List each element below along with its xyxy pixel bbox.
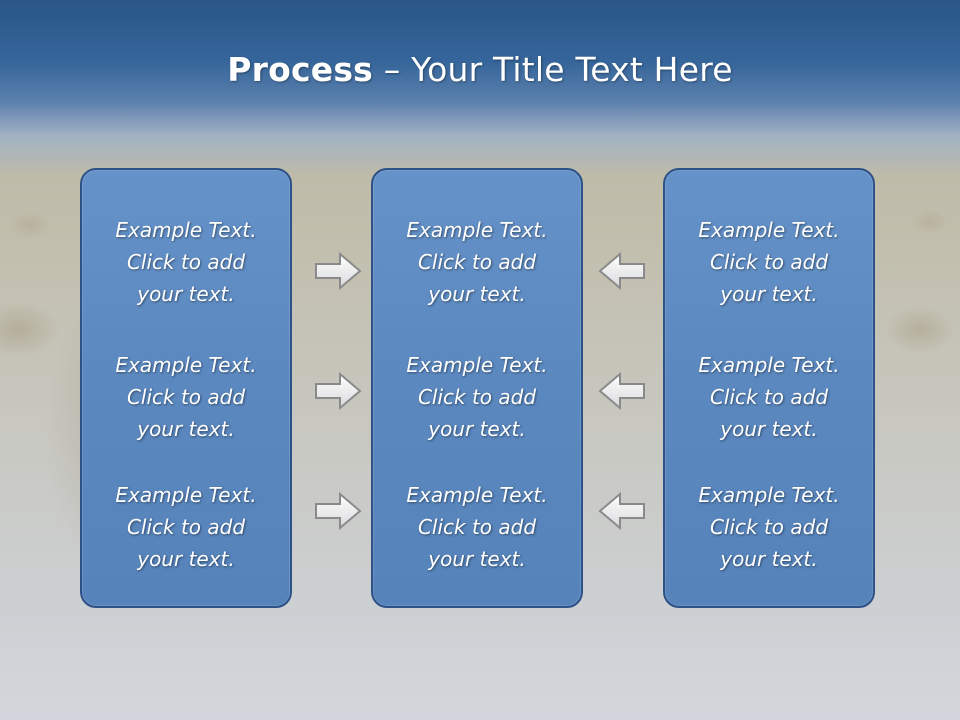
entry-line: Example Text. <box>406 218 548 242</box>
entry-line: Click to add <box>417 515 537 539</box>
text-entry[interactable]: Example Text. Click to add your text. <box>373 479 581 575</box>
text-entry[interactable]: Example Text. Click to add your text. <box>373 214 581 310</box>
entry-line: Click to add <box>417 250 537 274</box>
right-arrow-icon <box>315 491 362 531</box>
center-text-box[interactable]: Example Text. Click to add your text. Ex… <box>371 168 583 608</box>
entry-line: your text. <box>137 417 235 441</box>
left-arrow-icon <box>598 371 645 411</box>
left-arrow-icon <box>598 491 645 531</box>
title-bold: Process <box>227 50 374 89</box>
entry-line: Example Text. <box>698 483 840 507</box>
entry-line: Click to add <box>126 250 246 274</box>
entry-line: your text. <box>137 547 235 571</box>
entry-line: your text. <box>428 417 526 441</box>
entry-line: Click to add <box>709 250 829 274</box>
entry-line: your text. <box>720 417 818 441</box>
entry-line: Example Text. <box>115 218 257 242</box>
right-text-box[interactable]: Example Text. Click to add your text. Ex… <box>663 168 875 608</box>
entry-line: Example Text. <box>698 353 840 377</box>
header-band <box>0 0 960 175</box>
entry-line: Click to add <box>126 385 246 409</box>
entry-line: your text. <box>720 282 818 306</box>
text-entry[interactable]: Example Text. Click to add your text. <box>665 349 873 445</box>
text-entry[interactable]: Example Text. Click to add your text. <box>373 349 581 445</box>
entry-line: Example Text. <box>406 353 548 377</box>
entry-line: Example Text. <box>406 483 548 507</box>
right-arrow-icon <box>315 251 362 291</box>
text-entry[interactable]: Example Text. Click to add your text. <box>665 479 873 575</box>
entry-line: your text. <box>720 547 818 571</box>
entry-line: your text. <box>137 282 235 306</box>
entry-line: your text. <box>428 547 526 571</box>
entry-line: Click to add <box>709 385 829 409</box>
slide-title[interactable]: Process – Your Title Text Here <box>0 50 960 89</box>
text-entry[interactable]: Example Text. Click to add your text. <box>82 479 290 575</box>
entry-line: Example Text. <box>115 483 257 507</box>
entry-line: your text. <box>428 282 526 306</box>
right-arrow-icon <box>315 371 362 411</box>
entry-line: Click to add <box>417 385 537 409</box>
entry-line: Example Text. <box>698 218 840 242</box>
text-entry[interactable]: Example Text. Click to add your text. <box>665 214 873 310</box>
entry-line: Click to add <box>709 515 829 539</box>
left-text-box[interactable]: Example Text. Click to add your text. Ex… <box>80 168 292 608</box>
left-arrow-icon <box>598 251 645 291</box>
text-entry[interactable]: Example Text. Click to add your text. <box>82 349 290 445</box>
entry-line: Example Text. <box>115 353 257 377</box>
title-rest: – Your Title Text Here <box>373 50 733 89</box>
text-entry[interactable]: Example Text. Click to add your text. <box>82 214 290 310</box>
entry-line: Click to add <box>126 515 246 539</box>
